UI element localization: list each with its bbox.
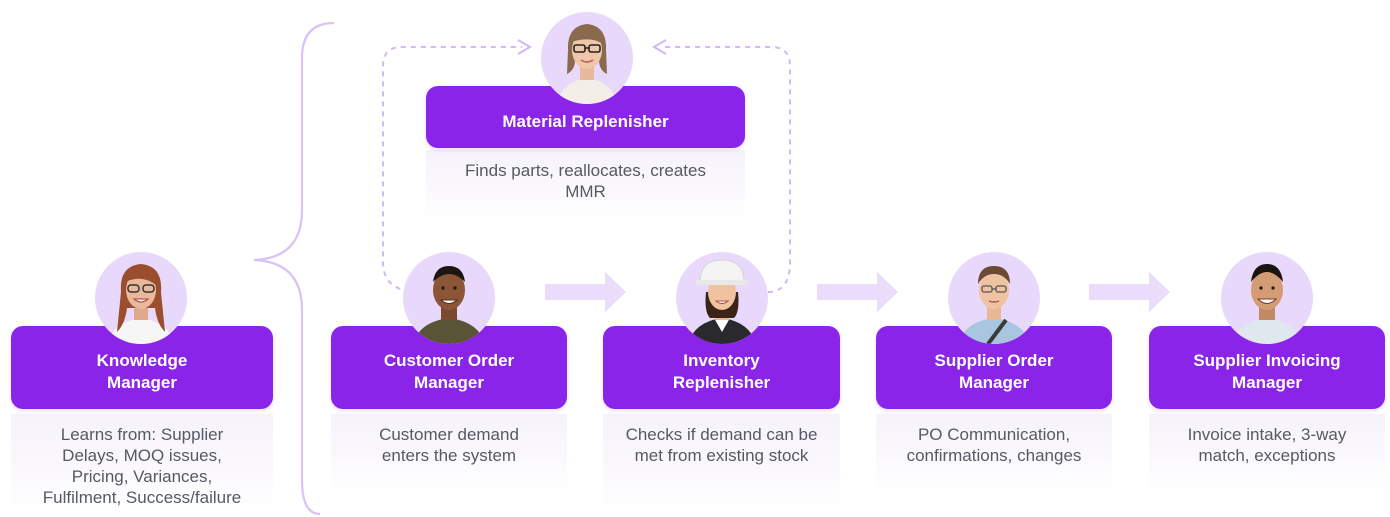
supplier-invoicing-manager-description: Invoice intake, 3-way match, exceptions: [1149, 414, 1385, 492]
loop-right-dashed-line: [660, 46, 791, 293]
smiling-man-avatar: [403, 252, 495, 344]
smiling-woman-avatar: [95, 252, 187, 344]
flow-arrow-2: [817, 272, 898, 312]
curly-brace: [253, 21, 335, 516]
smiling-man-avatar: [1221, 252, 1313, 344]
customer-order-manager-description: Customer demand enters the system: [331, 414, 567, 492]
loop-right-arrowhead: [652, 39, 667, 55]
loop-left-arrowhead: [517, 39, 532, 55]
flow-arrow-1: [545, 272, 626, 312]
knowledge-manager-description: Learns from: Supplier Delays, MOQ issues…: [11, 414, 273, 514]
woman-with-glasses-avatar: [541, 12, 633, 104]
supplier-order-manager-description: PO Communication, confirmations, changes: [876, 414, 1112, 492]
flow-arrow-3: [1089, 272, 1170, 312]
man-with-glasses-avatar: [948, 252, 1040, 344]
inventory-replenisher-description: Checks if demand can be met from existin…: [603, 414, 840, 514]
woman-in-hardhat-avatar: [676, 252, 768, 344]
loop-left-dashed-line: [382, 46, 522, 293]
material-replenisher-description: Finds parts, reallocates, creates MMR: [426, 150, 745, 220]
